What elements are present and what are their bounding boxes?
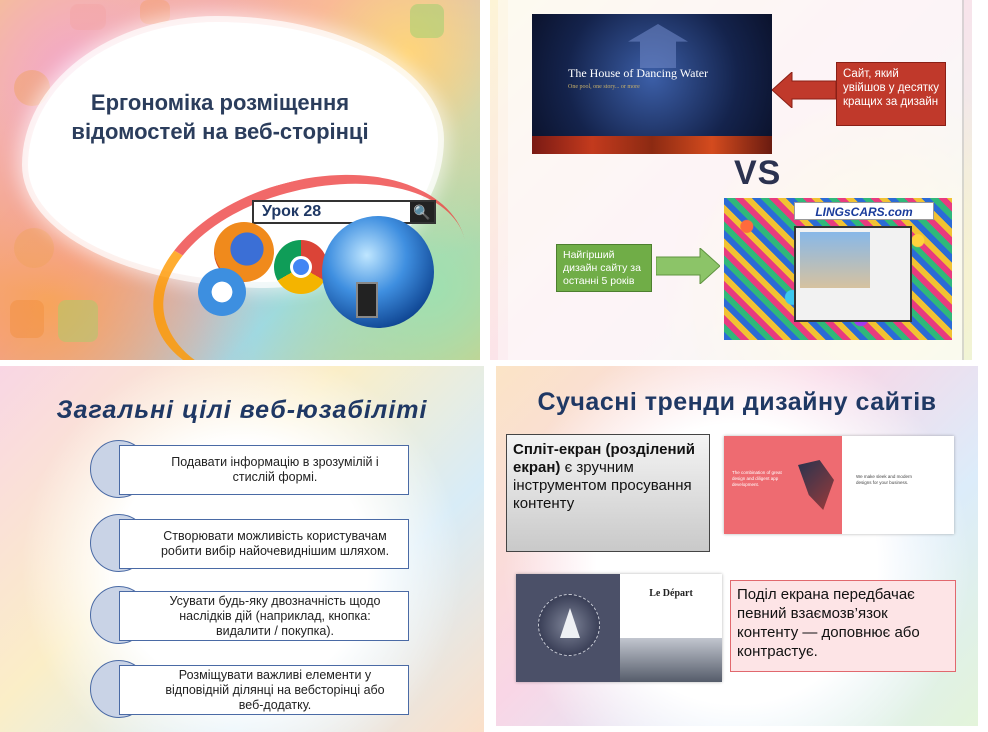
chrome-icon	[274, 240, 328, 294]
lesson-label: Урок 28	[262, 203, 322, 220]
good-site-screenshot: The House of Dancing Water One pool, one…	[532, 14, 772, 154]
split-right-panel: Le Départ	[620, 574, 722, 682]
arrow-right-icon	[656, 248, 720, 284]
slide-4[interactable]: Сучасні тренди дизайну сайтів Спліт-екра…	[496, 366, 978, 726]
bad-site-content-panel	[794, 226, 912, 322]
worst-design-callout: Найгірший дизайн сайту за останні 5 рокі…	[556, 244, 652, 292]
slide-1[interactable]: Ергономіка розміщення відомостей на веб-…	[0, 0, 480, 360]
lesson-search-bar: Урок 28 🔍	[252, 200, 436, 224]
toggle-add-icon	[58, 300, 98, 342]
shopping-bag-icon	[10, 300, 44, 338]
split-screen-definition: є зручним інструментом просування контен…	[513, 459, 692, 512]
slide-3[interactable]: Загальні цілі веб-юзабіліті Подавати інф…	[0, 366, 484, 732]
plug-icon	[356, 282, 378, 318]
hummingbird-image	[798, 460, 834, 510]
best-design-callout: Сайт, який увійшов у десятку кращих за д…	[836, 62, 946, 126]
slide-title: Загальні цілі веб-юзабіліті	[56, 396, 428, 424]
bad-site-logo: LINGsCARS.com	[794, 202, 934, 220]
split-right-panel: We make sleek and modern designs for you…	[842, 436, 954, 534]
arrow-left-icon	[772, 72, 836, 108]
mail-icon	[70, 4, 106, 30]
goal-text: Усувати будь-яку двозначність щодо наслі…	[119, 591, 409, 641]
goal-item: Створювати можливість користувачам робит…	[90, 514, 410, 572]
search-icon: 🔍	[410, 202, 434, 222]
home-icon	[140, 0, 170, 24]
bad-site-screenshot: LINGsCARS.com	[724, 198, 952, 340]
slide-title: Сучасні тренди дизайну сайтів	[537, 388, 937, 416]
vs-label: VS	[734, 154, 782, 192]
goal-item: Розміщувати важливі елементи у відповідн…	[90, 660, 410, 718]
split-screen-note: Поділ екрана передбачає певний взаємозв’…	[730, 580, 956, 672]
split1-left-text: The combination of great design and dili…	[732, 470, 782, 487]
search-icon	[14, 70, 50, 106]
pagoda-image	[628, 24, 688, 68]
split-screen-example-2: Le Départ	[516, 574, 722, 682]
safari-icon	[198, 268, 246, 316]
search-icon	[14, 228, 54, 268]
split-screen-term: Спліт-екран (розділений екран)	[513, 441, 695, 476]
split-screen-example-1: The combination of great design and dili…	[724, 436, 954, 534]
split-left-panel	[516, 574, 620, 682]
goal-item: Усувати будь-яку двозначність щодо наслі…	[90, 586, 410, 644]
slide-title: Ергономіка розміщення відомостей на веб-…	[71, 90, 369, 144]
split1-right-text: We make sleek and modern designs for you…	[856, 474, 912, 485]
split2-title: Le Départ	[649, 588, 693, 599]
goal-text: Подавати інформацію в зрозумілій і стисл…	[119, 445, 409, 495]
wave-photo	[620, 638, 722, 682]
goal-text: Створювати можливість користувачам робит…	[119, 519, 409, 569]
network-icon	[410, 4, 444, 38]
good-site-footer-strip	[532, 136, 772, 154]
globe-icon	[322, 216, 434, 328]
split-left-panel: The combination of great design and dili…	[724, 436, 842, 534]
slide-2[interactable]: The House of Dancing Water One pool, one…	[490, 0, 972, 360]
good-site-subtitle: One pool, one story... or more	[568, 84, 640, 90]
split-screen-description: Спліт-екран (розділений екран) є зручним…	[506, 434, 710, 552]
person-photo	[800, 232, 870, 288]
goal-item: Подавати інформацію в зрозумілій і стисл…	[90, 440, 410, 498]
good-site-title: The House of Dancing Water	[568, 66, 709, 80]
goal-text: Розміщувати важливі елементи у відповідн…	[119, 665, 409, 715]
